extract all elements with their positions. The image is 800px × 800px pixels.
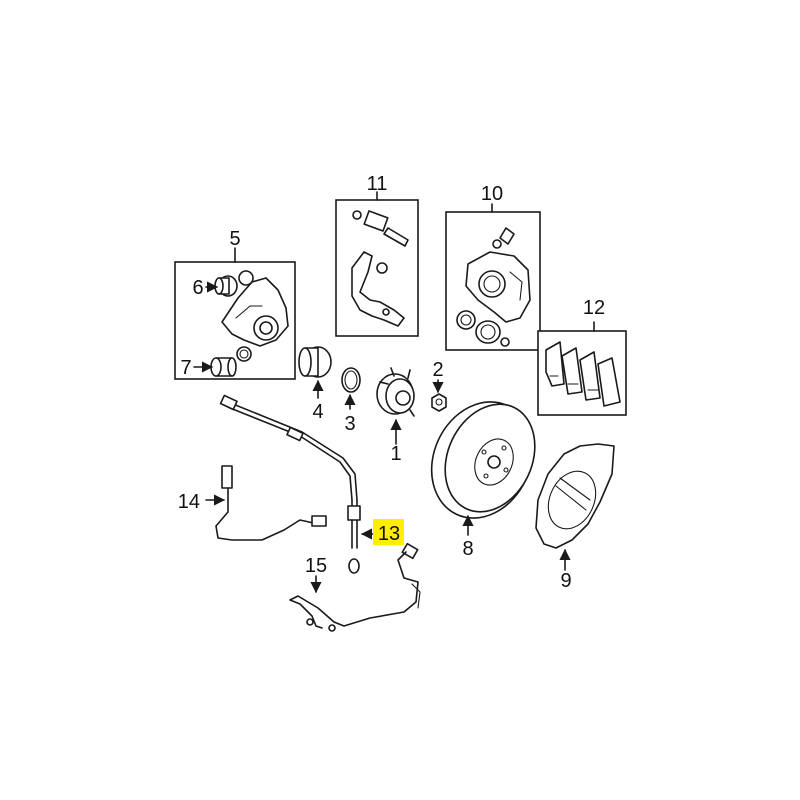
callout-15: 15	[305, 555, 327, 577]
callout-5: 5	[229, 228, 240, 250]
callout-3: 3	[344, 413, 355, 435]
caliper-group-box	[445, 203, 541, 351]
bracket-group-box	[335, 191, 419, 337]
callout-12: 12	[583, 297, 605, 319]
brake-caliper	[465, 251, 531, 323]
dust-shield	[535, 443, 615, 571]
callout-11: 11	[367, 173, 388, 195]
callout-13-highlight	[373, 519, 404, 545]
callout-6: 6	[192, 277, 203, 299]
wheel-bearing	[298, 346, 332, 399]
bleeder-valve	[492, 227, 515, 249]
guide-pin-bolt	[352, 210, 409, 247]
pads-group-box	[537, 321, 627, 416]
callout-7: 7	[180, 357, 191, 379]
callout-8: 8	[462, 538, 473, 560]
piston-seals	[456, 310, 510, 347]
callout-10: 10	[481, 183, 503, 205]
callout-14: 14	[178, 491, 200, 513]
hub-nut	[431, 379, 447, 412]
wheel-hub	[376, 367, 415, 445]
knuckle-group-box	[174, 247, 296, 380]
brake-hose	[219, 394, 375, 574]
callout-9: 9	[560, 570, 571, 592]
callout-2: 2	[432, 359, 443, 381]
brake-rotor	[430, 401, 536, 536]
snap-ring	[341, 367, 361, 410]
bushing-upper	[214, 275, 238, 297]
callout-1: 1	[390, 443, 401, 465]
abs-sensor-rear-harness	[289, 542, 421, 632]
callout-4: 4	[312, 401, 323, 423]
brake-pads	[545, 341, 621, 407]
abs-sensor-front	[205, 465, 327, 541]
steering-knuckle	[221, 270, 289, 347]
caliper-bracket	[351, 251, 405, 327]
callout-13: 13	[378, 523, 400, 545]
